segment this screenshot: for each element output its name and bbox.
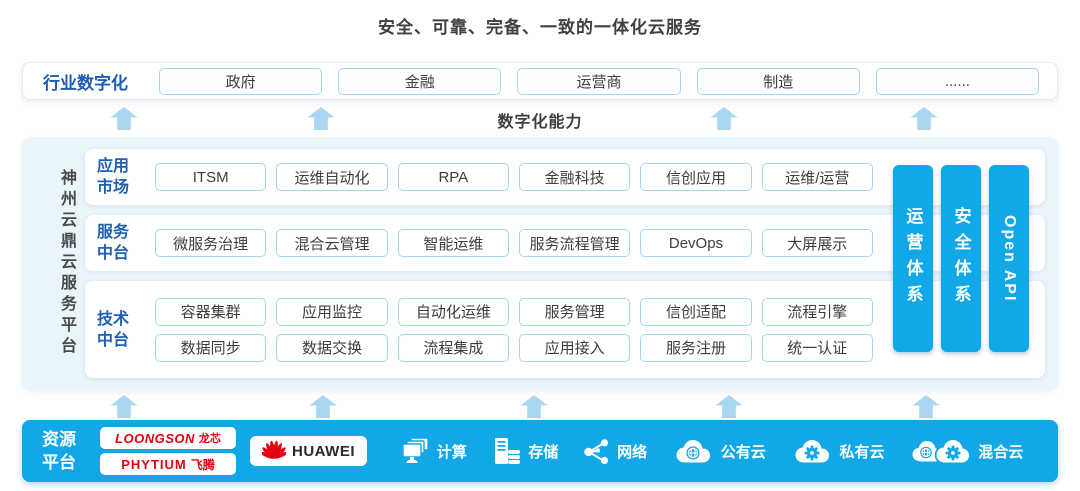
industry-row-label: 行业数字化	[43, 73, 128, 93]
capability-arrow-band: 数字化能力	[22, 105, 1058, 133]
resource-network: 网络	[583, 438, 647, 465]
phytium-logo: PHYTIUM 飞腾	[100, 453, 236, 475]
industry-item-government: 政府	[159, 67, 323, 95]
resource-compute: 计算	[400, 437, 467, 465]
capability-cell: RPA	[397, 163, 509, 192]
row-label: 应用市场	[97, 158, 130, 197]
loongson-logo: LOONGSON 龙芯	[100, 427, 236, 449]
resource-items: 计算 存储	[375, 437, 1058, 465]
huawei-flower-icon	[262, 440, 286, 459]
row-app-market: 应用市场 ITSM 运维自动化 RPA 金融科技 信创应用 运维/运营	[85, 149, 1045, 206]
capability-cell: 金融科技	[518, 163, 631, 192]
up-arrow-icon	[307, 107, 335, 130]
network-icon	[584, 438, 609, 464]
up-arrow-icon	[520, 395, 548, 418]
capability-cell: 容器集群	[155, 297, 267, 326]
capability-cell: 大屏展示	[761, 229, 873, 258]
row-label: 技术中台	[97, 310, 130, 349]
resource-platform-bar: 资源平台 LOONGSON 龙芯 PHYTIUM 飞腾	[22, 420, 1058, 482]
capability-label: 数字化能力	[497, 114, 583, 131]
huawei-logo: HUAWEI	[250, 436, 367, 466]
industry-item-more: ......	[875, 67, 1040, 95]
capability-cell: 数据同步	[155, 333, 267, 362]
capability-cell: 微服务治理	[155, 229, 267, 258]
row-label: 服务中台	[97, 224, 130, 263]
up-arrow-icon	[110, 107, 138, 130]
capability-cell: ITSM	[155, 163, 267, 192]
up-arrow-icon	[912, 395, 940, 418]
up-arrow-icon	[910, 107, 938, 130]
capability-cell: 智能运维	[397, 229, 509, 258]
resource-arrow-band	[22, 393, 1058, 421]
industry-item-operator: 运营商	[517, 67, 681, 95]
industry-item-manufacturing: 制造	[696, 67, 860, 95]
pillar-operations-system: 运营体系	[893, 165, 933, 352]
up-arrow-icon	[715, 395, 743, 418]
up-arrow-icon	[309, 395, 337, 418]
page-title: 安全、可靠、完备、一致的一体化云服务	[378, 18, 702, 37]
capability-cell: 数据交换	[276, 333, 388, 362]
capability-cell: 应用接入	[518, 333, 631, 362]
storage-icon	[495, 438, 521, 464]
capability-cell: 服务管理	[518, 297, 631, 326]
vendor-logos: LOONGSON 龙芯 PHYTIUM 飞腾	[100, 427, 236, 475]
capability-cell: DevOps	[640, 229, 752, 258]
pillar-open-api: Open API	[989, 165, 1029, 352]
industry-item-finance: 金融	[338, 67, 502, 95]
pillar-security-system: 安全体系	[941, 165, 981, 352]
platform-rows: 应用市场 ITSM 运维自动化 RPA 金融科技 信创应用 运维/运营 服务中台	[85, 149, 1045, 379]
compute-icon	[401, 437, 429, 463]
resource-public-cloud: 公有云	[672, 438, 766, 464]
resource-hybrid-cloud: 混合云	[909, 438, 1023, 464]
capability-cell: 运维自动化	[276, 163, 388, 192]
private-cloud-icon	[795, 440, 829, 463]
capability-cell: 应用监控	[276, 297, 388, 326]
pillar-bars: 运营体系 安全体系 Open API	[893, 165, 1029, 352]
resource-private-cloud: 私有云	[791, 438, 885, 464]
up-arrow-icon	[710, 107, 738, 130]
capability-cell: 自动化运维	[397, 297, 509, 326]
capability-cell: 信创应用	[640, 163, 752, 192]
row-service-platform: 服务中台 微服务治理 混合云管理 智能运维 服务流程管理 DevOps 大屏展示	[85, 215, 1045, 272]
platform-side-label: 神州云鼎云服务平台	[58, 169, 75, 358]
capability-cell: 统一认证	[761, 333, 873, 362]
public-cloud-icon	[676, 440, 710, 463]
cloud-platform-panel: 神州云鼎云服务平台 应用市场 ITSM 运维自动化 RPA 金融科技 信创应用 …	[22, 137, 1058, 390]
capability-cell: 信创适配	[640, 297, 752, 326]
capability-cell: 混合云管理	[276, 229, 388, 258]
capability-cell: 流程集成	[397, 333, 509, 362]
row-tech-platform: 技术中台 容器集群 应用监控 自动化运维 服务管理 信创适配 流程引擎 数据同步…	[85, 281, 1045, 379]
industry-row: 行业数字化 政府 金融 运营商 制造 ......	[22, 62, 1058, 100]
resource-storage: 存储	[491, 437, 558, 465]
capability-cell: 运维/运营	[761, 163, 873, 192]
capability-cell: 服务流程管理	[518, 229, 631, 258]
hybrid-cloud-icon	[912, 438, 972, 464]
capability-cell: 服务注册	[640, 333, 752, 362]
capability-cell: 流程引擎	[761, 297, 873, 326]
resource-platform-label: 资源平台	[42, 430, 76, 472]
up-arrow-icon	[110, 395, 138, 418]
